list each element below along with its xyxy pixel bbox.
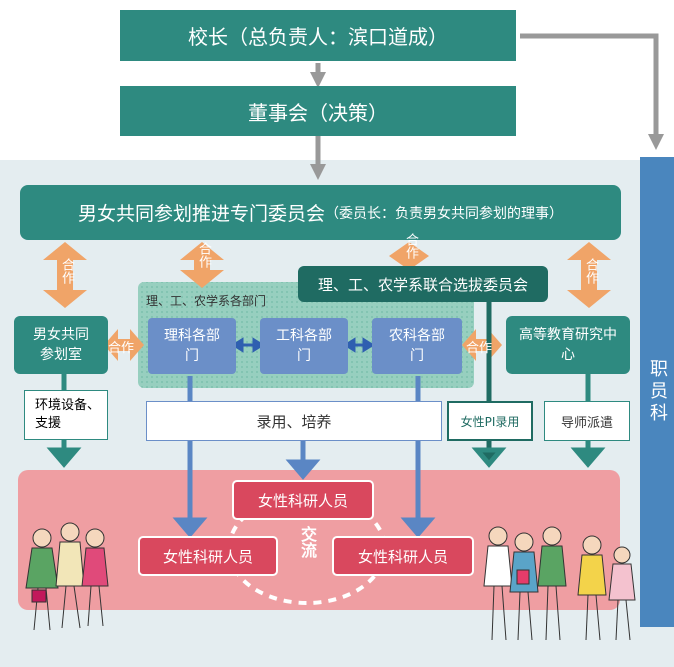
cooperate-label-center: 合作 xyxy=(466,341,493,356)
science-dept-label: 理科各部门 xyxy=(164,328,220,364)
joint-committee-label: 理、工、农学系联合选拔委员会 xyxy=(317,275,528,294)
principal-label: 校长（总负责人：滨口道成） xyxy=(188,25,448,49)
researcher-right: 女性科研人员 xyxy=(332,536,474,576)
committee-box: 男女共同参划推进专门委员会 （委员长：负责男女共同参划的理事） xyxy=(20,185,621,240)
exchange-label: 交流 xyxy=(298,526,317,558)
board-label: 董事会（决策） xyxy=(248,100,388,125)
cooperate-label-office: 合作 xyxy=(108,341,135,356)
office-label: 男女共同参划室 xyxy=(33,327,89,363)
engineering-dept-label: 工科各部门 xyxy=(276,328,332,364)
researcher-top: 女性科研人员 xyxy=(232,480,374,520)
cooperate-label-sci: 合作 xyxy=(196,242,211,268)
staff-section-label: 职员科 xyxy=(647,359,668,425)
recruit-label: 录用、培养 xyxy=(256,412,332,431)
joint-committee-box: 理、工、农学系联合选拔委员会 xyxy=(298,266,548,302)
recruit-box: 录用、培养 xyxy=(146,401,442,441)
env-support-box: 环境设备、支援 xyxy=(24,390,108,440)
committee-title: 男女共同参划推进专门委员会 xyxy=(77,203,325,225)
cooperate-label-right: 合作 xyxy=(583,258,598,284)
mentor-label: 导师派遣 xyxy=(560,415,613,431)
staff-section: 职员科 xyxy=(640,157,674,627)
mentor-box: 导师派遣 xyxy=(544,401,630,441)
higher-ed-label: 高等教育研究中心 xyxy=(519,327,617,363)
office-box: 男女共同参划室 xyxy=(14,316,108,374)
science-dept-box: 理科各部门 xyxy=(148,318,236,374)
agriculture-dept-box: 农科各部门 xyxy=(372,318,462,374)
female-pi-label: 女性PI录用 xyxy=(460,414,520,429)
researcher-left: 女性科研人员 xyxy=(138,536,278,576)
engineering-dept-box: 工科各部门 xyxy=(260,318,348,374)
env-support-label: 环境设备、支援 xyxy=(35,398,101,431)
dept-group-label: 理、工、农学系各部门 xyxy=(146,294,267,308)
committee-note: （委员长：负责男女共同参划的理事） xyxy=(325,205,563,222)
cooperate-label-left: 合作 xyxy=(59,258,74,284)
board-box: 董事会（决策） xyxy=(120,86,516,136)
principal-box: 校长（总负责人：滨口道成） xyxy=(120,10,516,61)
arrow-principal-staff xyxy=(520,33,665,150)
female-pi-box: 女性PI录用 xyxy=(447,401,533,441)
cooperate-label-joint: 合作 xyxy=(403,233,418,259)
higher-ed-box: 高等教育研究中心 xyxy=(506,316,630,374)
agriculture-dept-label: 农科各部门 xyxy=(389,328,445,364)
